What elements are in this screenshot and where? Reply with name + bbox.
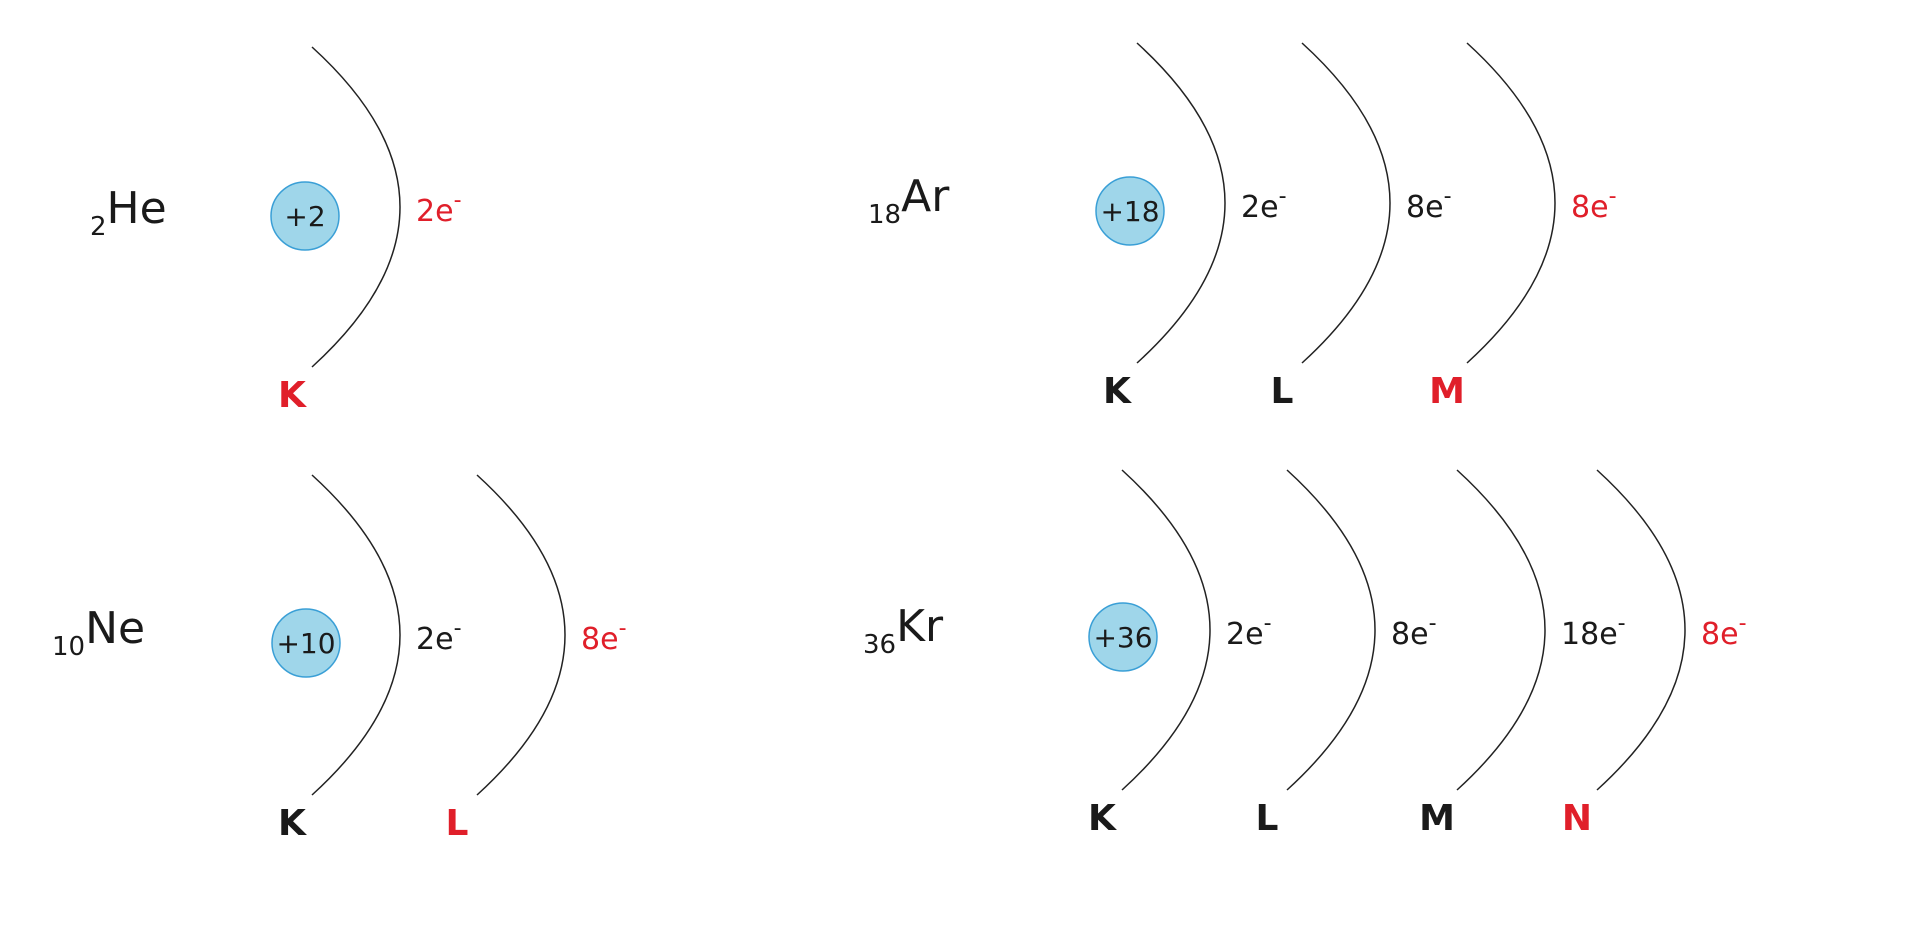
electron-count: 18e- [1561, 611, 1626, 652]
electron-charge-sign: - [1264, 611, 1272, 636]
electron-number: 18 [1561, 617, 1599, 652]
shell-label-k: K [1103, 371, 1132, 412]
shell-label-n: N [1562, 798, 1592, 839]
nucleus-charge: +36 [1093, 621, 1152, 654]
electron-symbol: e [1720, 617, 1738, 652]
shell-label-k: K [278, 375, 307, 416]
shell-label-k: K [278, 803, 307, 844]
shell-arc-n [1596, 469, 1686, 791]
nucleus-charge: +10 [276, 627, 335, 660]
electron-number: 2 [1226, 617, 1245, 652]
electron-symbol: e [1410, 617, 1428, 652]
electron-count: 8e- [1571, 184, 1617, 225]
shell-label-l: L [1271, 371, 1294, 412]
electron-charge-sign: - [1429, 611, 1437, 636]
shell-arc-m [1456, 469, 1546, 791]
atomic-number-subscript: 18 [868, 200, 901, 230]
nucleus [271, 608, 341, 678]
shell-arc-k [311, 474, 401, 796]
element-symbol: 36Kr [863, 601, 944, 660]
shell-arc-l [1286, 469, 1376, 791]
nucleus [1095, 176, 1165, 246]
electron-charge-sign: - [454, 616, 462, 641]
shell-label-m: M [1429, 371, 1465, 412]
element-name: He [107, 183, 167, 234]
nucleus [1088, 602, 1158, 672]
electron-symbol: e [1245, 617, 1263, 652]
shell-label-m: M [1419, 798, 1455, 839]
atomic-number-subscript: 10 [52, 632, 85, 662]
electron-charge-sign: - [1609, 184, 1617, 209]
nucleus-charge: +18 [1100, 195, 1159, 228]
electron-number: 8 [1406, 190, 1425, 225]
element-symbol: 10Ne [52, 603, 145, 662]
element-symbol: 18Ar [868, 171, 950, 230]
element-symbol: 2He [90, 183, 167, 242]
electron-symbol: e [1425, 190, 1443, 225]
electron-number: 2 [416, 622, 435, 657]
electron-number: 2 [1241, 190, 1260, 225]
electron-number: 8 [1701, 617, 1720, 652]
nucleus-charge: +2 [284, 200, 325, 233]
electron-number: 8 [1391, 617, 1410, 652]
element-name: Ne [85, 603, 145, 654]
atomic-number-subscript: 36 [863, 630, 896, 660]
electron-charge-sign: - [1618, 611, 1626, 636]
shell-arc-k [1136, 42, 1226, 364]
electron-count: 8e- [1701, 611, 1747, 652]
atomic-number-subscript: 2 [90, 212, 107, 242]
electron-count: 2e- [1226, 611, 1272, 652]
electron-charge-sign: - [454, 188, 462, 213]
electron-symbol: e [1599, 617, 1617, 652]
shell-arc-m [1466, 42, 1556, 364]
electron-count: 2e- [1241, 184, 1287, 225]
electron-count: 8e- [1406, 184, 1452, 225]
shell-arc-l [1301, 42, 1391, 364]
element-name: Ar [901, 171, 950, 222]
electron-symbol: e [1590, 190, 1608, 225]
electron-charge-sign: - [1444, 184, 1452, 209]
shell-arc-l [476, 474, 566, 796]
electron-charge-sign: - [619, 616, 627, 641]
electron-number: 8 [1571, 190, 1590, 225]
shell-arc-k [311, 46, 401, 368]
electron-symbol: e [1260, 190, 1278, 225]
shell-label-l: L [1256, 798, 1279, 839]
shell-label-l: L [446, 803, 469, 844]
electron-symbol: e [435, 194, 453, 229]
electron-charge-sign: - [1739, 611, 1747, 636]
electron-count: 2e- [416, 616, 462, 657]
electron-count: 8e- [1391, 611, 1437, 652]
electron-count: 2e- [416, 188, 462, 229]
nucleus [270, 181, 340, 251]
electron-number: 2 [416, 194, 435, 229]
shell-arc-k [1121, 469, 1211, 791]
electron-charge-sign: - [1279, 184, 1287, 209]
electron-symbol: e [435, 622, 453, 657]
element-name: Kr [896, 601, 944, 652]
electron-symbol: e [600, 622, 618, 657]
electron-count: 8e- [581, 616, 627, 657]
shell-label-k: K [1088, 798, 1117, 839]
electron-number: 8 [581, 622, 600, 657]
